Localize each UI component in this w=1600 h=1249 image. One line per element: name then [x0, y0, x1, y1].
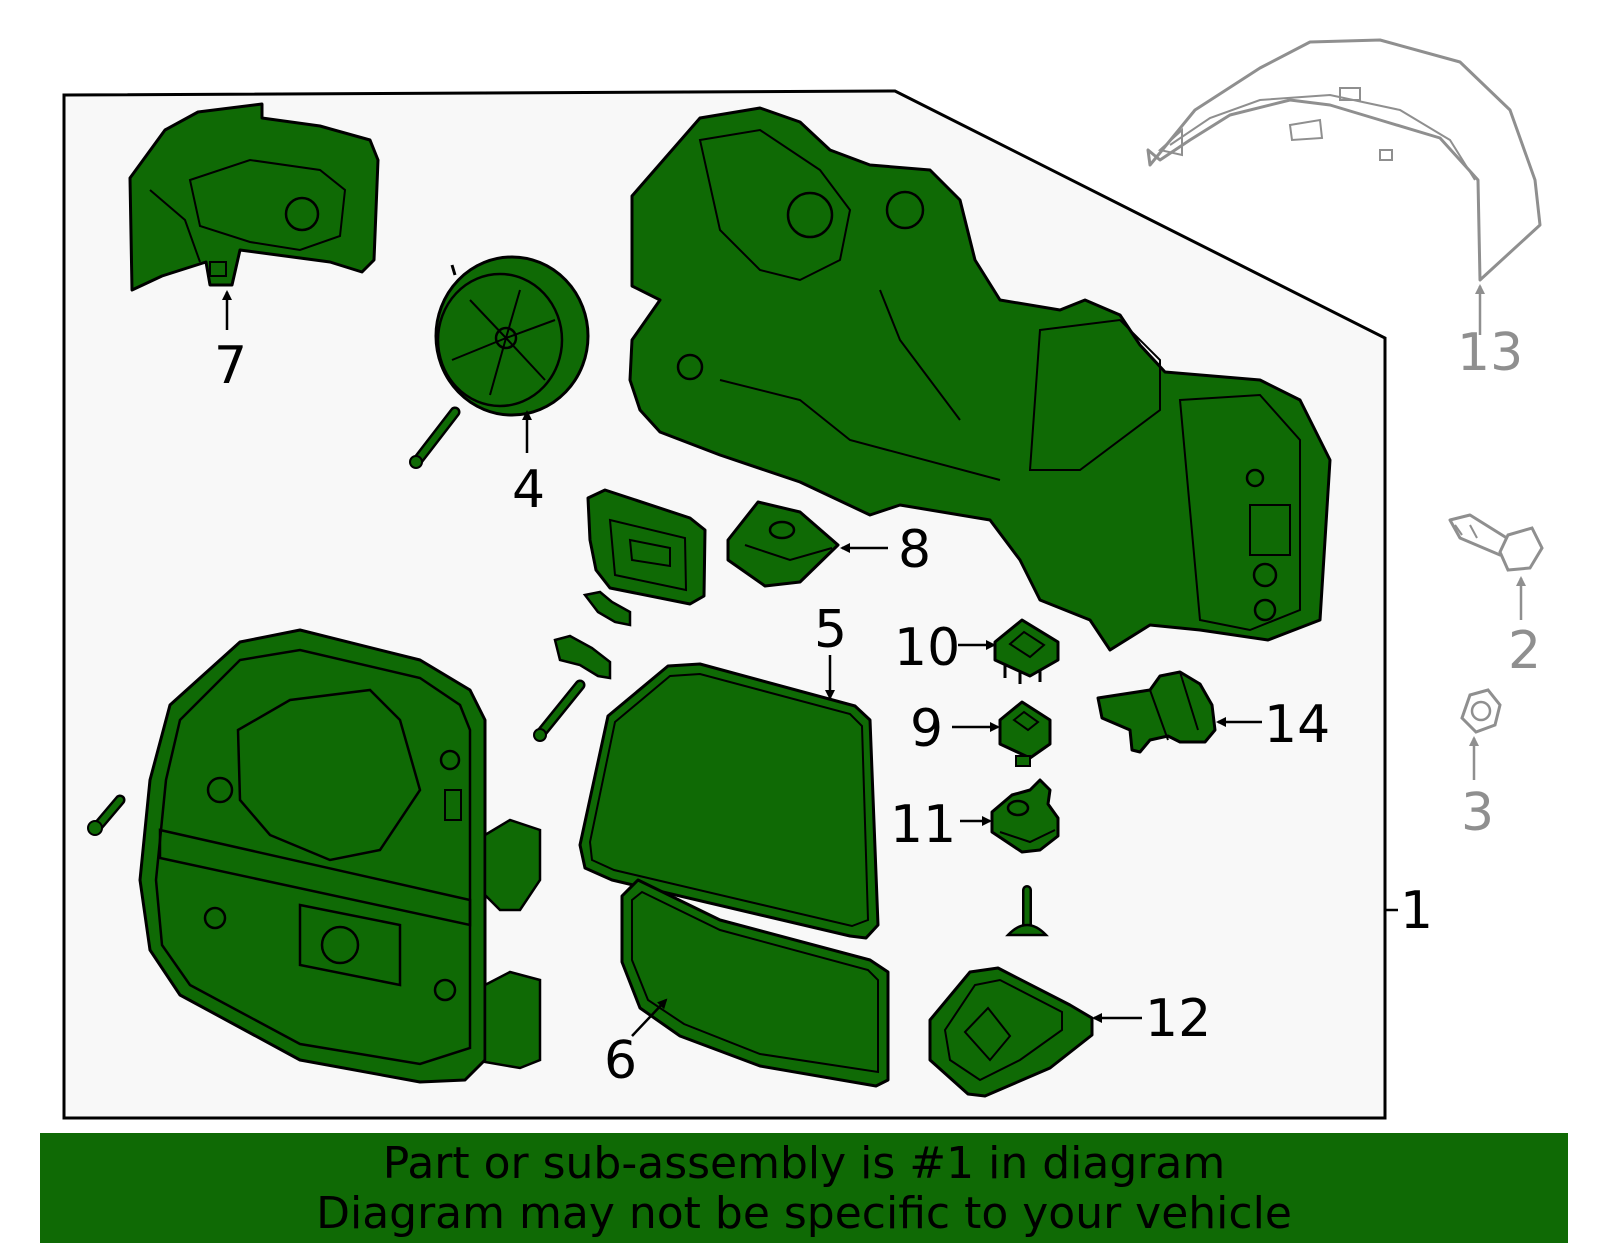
part-13-mirror-cover[interactable]: [1146, 38, 1542, 282]
callout-4: 4: [512, 460, 545, 520]
screw-icon: [533, 679, 586, 742]
screw-icon: [409, 406, 461, 469]
part-9-switch-small[interactable]: [998, 700, 1052, 767]
callout-12: 12: [1145, 989, 1211, 1049]
screw-icon: [87, 794, 126, 836]
part-5-mirror-glass-upper[interactable]: [578, 662, 880, 940]
callout-9: 9: [910, 699, 943, 759]
callout-6: 6: [604, 1031, 637, 1091]
callout-14: 14: [1264, 695, 1330, 755]
leader-lines: [222, 290, 1398, 1037]
part-1-mirror-base[interactable]: [628, 106, 1332, 652]
leader-lines-grey: [1469, 284, 1526, 780]
part-6-mirror-glass-lower[interactable]: [620, 878, 890, 1088]
clip-icon: [553, 590, 632, 680]
info-banner: Part or sub-assembly is #1 in diagram Di…: [40, 1133, 1568, 1243]
callout-1: 1: [1400, 881, 1433, 941]
part-12-puddle-lamp[interactable]: [928, 966, 1094, 1098]
callout-2: 2: [1508, 621, 1541, 681]
part-14-connector-harness[interactable]: [1096, 670, 1217, 754]
part-8-lamp-module[interactable]: [726, 500, 840, 588]
part-10-switch-square[interactable]: [993, 618, 1060, 684]
callout-13: 13: [1457, 323, 1523, 383]
part-2-bolt[interactable]: [1448, 513, 1544, 572]
callout-10: 10: [894, 618, 960, 678]
part-4-actuator-motor[interactable]: [434, 255, 590, 417]
callout-8: 8: [898, 520, 931, 580]
callout-5: 5: [814, 600, 847, 660]
callout-11: 11: [890, 795, 956, 855]
bracket-icon: [586, 488, 707, 606]
callout-3: 3: [1461, 783, 1494, 843]
part-7-housing-bracket[interactable]: [128, 102, 380, 292]
part-11-sensor-clip[interactable]: [990, 778, 1060, 854]
part-1-mirror-backplate[interactable]: [138, 628, 542, 1084]
banner-line-2: Diagram may not be specific to your vehi…: [316, 1188, 1292, 1239]
banner-line-1: Part or sub-assembly is #1 in diagram: [382, 1138, 1226, 1189]
part-3-nut[interactable]: [1460, 688, 1502, 734]
callout-7: 7: [214, 336, 247, 396]
screw-icon: [1005, 885, 1049, 937]
